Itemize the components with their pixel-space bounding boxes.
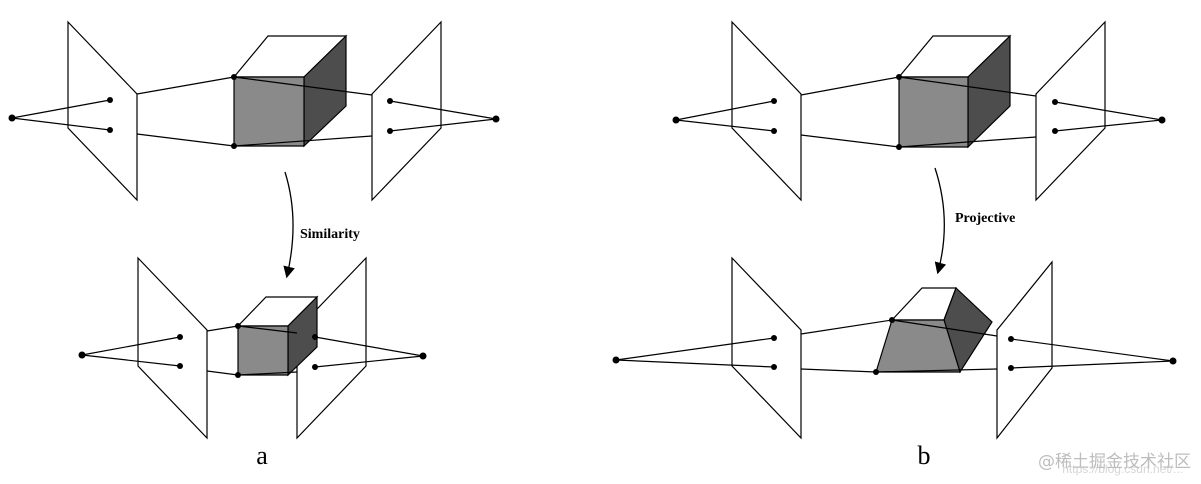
left-image-plane	[731, 20, 802, 202]
left-image-plane	[731, 256, 802, 440]
panel-b-label: b	[918, 441, 931, 470]
cube-front-face	[875, 319, 961, 373]
right-image-point	[1008, 336, 1014, 342]
points	[78, 323, 427, 378]
right-image-plane	[296, 256, 367, 440]
right-image-point	[387, 98, 393, 104]
right-camera-center	[419, 352, 427, 360]
points	[672, 74, 1166, 150]
points	[612, 317, 1177, 375]
right-image-point	[312, 364, 318, 370]
panel-b-transformed-configuration	[612, 256, 1177, 440]
projective-label: Projective	[955, 211, 1015, 226]
right-camera-rays	[237, 325, 424, 376]
left-image-point	[771, 128, 777, 134]
scene-point	[896, 74, 902, 80]
right-image-plane	[371, 20, 442, 202]
left-image-plane	[137, 256, 208, 440]
scene-point	[889, 317, 895, 323]
left-image-point	[771, 364, 777, 370]
left-image-point	[771, 98, 777, 104]
cube-front-face	[898, 76, 969, 148]
left-image-point	[107, 97, 113, 103]
watermark-url: https://blog.csdn.net/...	[1062, 462, 1183, 476]
left-camera-center	[672, 116, 680, 124]
left-camera-center	[612, 356, 620, 364]
left-camera-rays	[615, 319, 893, 373]
scene-point	[235, 372, 241, 378]
right-camera-rays	[233, 76, 497, 147]
watermark: @稀土掘金技术社区	[1038, 452, 1191, 472]
right-image-plane	[1035, 20, 1106, 202]
panel-a: Similarity	[8, 20, 500, 470]
right-camera-rays	[875, 319, 1174, 373]
right-camera-rays	[898, 76, 1163, 148]
similarity-label: Similarity	[300, 227, 360, 242]
cube-front-face	[237, 325, 289, 376]
left-image-point	[177, 363, 183, 369]
scene-point	[896, 144, 902, 150]
panel-a-original-configuration	[8, 20, 500, 202]
right-camera-center	[492, 115, 500, 123]
scene-point	[873, 369, 879, 375]
scene-point	[231, 143, 237, 149]
left-camera-rays	[675, 76, 900, 148]
right-image-point	[312, 334, 318, 340]
left-camera-rays	[81, 325, 239, 376]
panel-a-label: a	[256, 441, 268, 470]
points	[8, 74, 500, 149]
cube	[897, 34, 1012, 149]
left-camera-rays	[11, 76, 235, 147]
projective-arrow	[934, 167, 947, 275]
cube-front-face	[233, 76, 305, 147]
panel-a-transformed-configuration	[78, 256, 427, 440]
similarity-arrow	[283, 171, 295, 279]
left-image-plane	[67, 20, 138, 202]
right-image-plane	[996, 260, 1053, 440]
distorted-cube	[875, 286, 993, 374]
cube	[232, 34, 348, 148]
right-camera-center	[1169, 357, 1177, 365]
left-image-point	[771, 335, 777, 341]
panel-b: Projective	[612, 20, 1177, 470]
left-camera-center	[78, 351, 86, 359]
left-image-point	[177, 334, 183, 340]
cube	[236, 295, 319, 377]
right-image-point	[387, 128, 393, 134]
scene-point	[231, 74, 237, 80]
panel-b-original-configuration	[672, 20, 1166, 202]
right-image-point	[1052, 128, 1058, 134]
right-image-point	[1052, 99, 1058, 105]
left-camera-center	[8, 114, 16, 122]
left-image-point	[107, 127, 113, 133]
scene-point	[235, 323, 241, 329]
right-image-point	[1008, 365, 1014, 371]
right-camera-center	[1158, 116, 1166, 124]
